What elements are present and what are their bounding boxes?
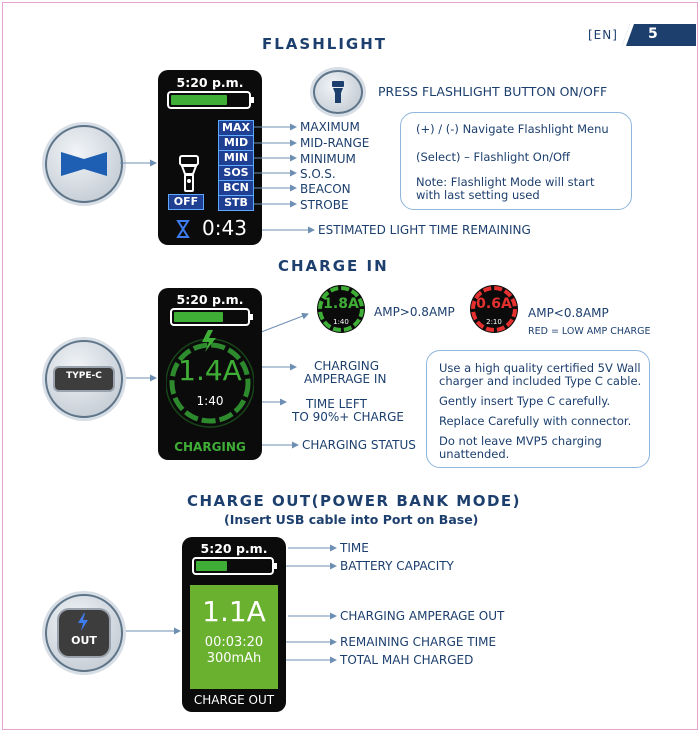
charge-note-1: Use a high quality certified 5V Wall [439,361,641,375]
charge-in-title: CHARGE IN [278,257,389,275]
page-number: 5 [648,26,658,42]
flashlight-icon [179,155,199,192]
high-amp-ring-icon [317,285,365,333]
battery-fill [171,95,227,105]
flashlight-instructions [400,112,632,210]
flashlight-power-button[interactable] [313,70,363,114]
flashlight-mode-button[interactable] [45,125,123,203]
flashlight-time: 5:20 p.m. [176,75,244,90]
flashlight-note-mode-1: Note: Flashlight Mode will start [416,175,595,189]
label-beacon: BEACON [300,182,351,196]
press-button-label: PRESS FLASHLIGHT BUTTON ON/OFF [378,84,608,99]
label-maximum: MAXIMUM [300,120,360,134]
label-charging-status: CHARGING STATUS [302,438,416,452]
charge-note-6: unattended. [439,447,510,461]
high-amp-time: 1:40 [333,318,349,326]
charge-out-panel: 1.1A 00:03:20 300mAh [190,585,278,689]
power-out-button[interactable]: OUT [45,594,123,672]
hourglass-icon [176,220,190,238]
type-c-label: TYPE-C [66,371,102,381]
charge-in-time-left: 1:40 [196,394,224,408]
mode-min: MIN [218,150,254,166]
type-c-port-button[interactable]: TYPE-C [45,340,123,418]
mode-bcn: BCN [218,180,254,196]
flashlight-note-navigate: (+) / (-) Navigate Flashlight Menu [416,122,609,136]
type-c-port [53,366,115,392]
out-label: OUT [71,634,97,647]
label-battery-capacity: BATTERY CAPACITY [340,559,454,573]
charge-note-4: Replace Carefully with connector. [439,414,632,428]
charge-note-2: charger and included Type C cable. [439,374,642,388]
charge-out-title: CHARGE OUT(POWER BANK MODE) [187,492,522,510]
charge-in-status: CHARGING [174,440,246,454]
out-port [57,608,111,658]
label-charging-amperage-out: CHARGING AMPERAGE OUT [340,609,505,623]
navigate-arrows-icon [61,152,107,176]
label-to-90-charge: TO 90%+ CHARGE [292,410,404,424]
charge-out-mah: 300mAh [206,651,262,666]
mode-max: MAX [218,120,254,136]
charging-ring-icon [166,330,254,428]
label-minimum: MINIMUM [300,152,356,166]
high-amp-label: AMP>0.8AMP [374,305,455,319]
label-total-mah-charged: TOTAL MAH CHARGED [340,653,474,667]
charge-out-time: 5:20 p.m. [200,541,268,556]
label-remaining-charge-time: REMAINING CHARGE TIME [340,635,497,649]
battery-fill [196,561,228,571]
charge-in-screen: 5:20 p.m. 1.4A 1:40 CHARGING [158,288,262,460]
charge-note-3: Gently insert Type C carefully. [439,394,611,408]
label-mid-range: MID-RANGE [300,136,370,150]
flashlight-note-select: (Select) – Flashlight On/Off [416,150,570,164]
page-number-tab [622,24,696,46]
low-amp-time: 2:10 [486,318,502,326]
charge-in-battery [170,308,253,326]
light-countdown: 0:43 [202,216,247,240]
off-indicator: OFF [168,194,204,210]
low-amp-value: 0.6A [476,296,512,312]
label-sos: S.O.S. [300,167,336,181]
low-amp-label: AMP<0.8AMP [528,306,609,320]
high-amp-value: 1.8A [323,296,359,312]
charge-out-amperage: 1.1A [202,595,266,628]
label-estimated-time: ESTIMATED LIGHT TIME REMAINING [318,223,531,237]
label-amperage-in: AMPERAGE IN [304,372,387,386]
charge-out-screen: 5:20 p.m. 1.1A 00:03:20 300mAh CHARGE OU… [182,537,286,712]
charge-in-amperage: 1.4A [178,354,242,387]
flashlight-screen: 5:20 p.m. OFF MAX MID MIN SOS BCN STB 0:… [158,70,262,245]
label-time-left: TIME LEFT [306,397,367,411]
label-strobe: STROBE [300,198,349,212]
flashlight-note-mode-2: with last setting used [416,188,540,202]
language-tag: [EN] [588,28,618,42]
low-amp-ring-icon [470,285,518,333]
low-amp-note: RED = LOW AMP CHARGE [528,326,651,337]
lightning-icon [78,613,88,631]
flashlight-title: FLASHLIGHT [262,35,388,53]
mode-stb: STB [218,195,254,211]
label-time: TIME [340,541,369,555]
charge-note-5: Do not leave MVP5 charging [439,434,602,448]
battery-fill [174,312,224,322]
charge-in-time: 5:20 p.m. [176,292,244,307]
mode-mid: MID [218,135,254,151]
charge-in-instructions [426,350,650,468]
charge-out-status: CHARGE OUT [193,693,275,707]
flashlight-button-icon [332,81,344,103]
charge-out-elapsed: 00:03:20 [204,635,264,650]
flashlight-battery [167,91,254,109]
charge-out-battery [192,557,277,575]
label-charging: CHARGING [314,359,380,373]
charge-out-subtitle: (Insert USB cable into Port on Base) [224,512,479,527]
